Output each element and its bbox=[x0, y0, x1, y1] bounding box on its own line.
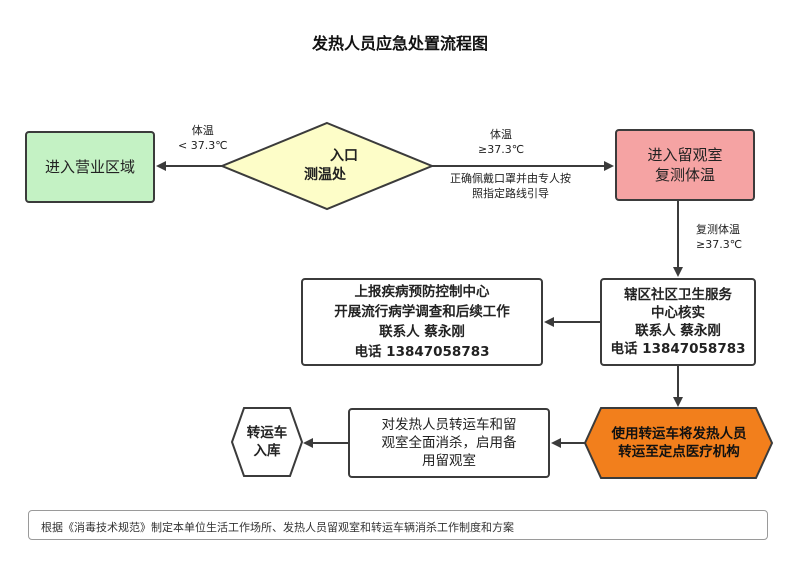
cdc-box: 上报疾病预防控制中心 开展流行病学调查和后续工作 联系人 蔡永刚 电话 1384… bbox=[301, 278, 543, 366]
label-right-temp-line2: ≥37.3℃ bbox=[478, 142, 525, 156]
disinfect-line1: 对发热人员转运车和留 bbox=[381, 416, 517, 433]
vehicle-line2: 入库 bbox=[253, 443, 281, 459]
label-left-temp-line2: < 37.3℃ bbox=[178, 138, 228, 152]
observation-line2: 复测体温 bbox=[654, 166, 715, 184]
community-line4: 电话 13847058783 bbox=[610, 341, 746, 358]
vehicle-hexagon bbox=[230, 407, 304, 477]
observation-box: 进入留观室 复测体温 bbox=[615, 129, 755, 201]
entrance-line1: 入口 bbox=[330, 148, 358, 165]
label-right-temp: 体温 ≥37.3℃ bbox=[478, 128, 524, 158]
community-line2: 中心核实 bbox=[651, 304, 705, 321]
transfer-text: 使用转运车将发热人员 转运至定点医疗机构 bbox=[588, 410, 770, 476]
enter-business-label: 进入营业区域 bbox=[44, 157, 135, 176]
label-right-note-line1: 正确佩戴口罩并由专人按 bbox=[450, 172, 571, 185]
label-recheck-line2: ≥37.3℃ bbox=[696, 237, 743, 251]
transfer-line2: 转运至定点医疗机构 bbox=[618, 444, 740, 460]
vehicle-line1: 转运车 bbox=[246, 424, 288, 441]
transfer-line1: 使用转运车将发热人员 bbox=[611, 425, 747, 442]
community-box: 辖区社区卫生服务 中心核实 联系人 蔡永刚 电话 13847058783 bbox=[600, 278, 756, 366]
observation-line1: 进入留观室 bbox=[647, 145, 723, 164]
label-left-temp: 体温 < 37.3℃ bbox=[178, 124, 228, 154]
entrance-diamond bbox=[219, 121, 435, 211]
disinfect-line3: 用留观室 bbox=[422, 453, 476, 470]
cdc-line4: 电话 13847058783 bbox=[354, 344, 490, 361]
entrance-text: 入口 测温处 bbox=[282, 136, 402, 196]
label-right-temp-line1: 体温 bbox=[490, 128, 513, 141]
cdc-line3: 联系人 蔡永刚 bbox=[379, 324, 465, 340]
label-left-temp-line1: 体温 bbox=[191, 124, 214, 137]
community-line3: 联系人 蔡永刚 bbox=[635, 323, 721, 339]
entrance-line2: 测温处 bbox=[304, 167, 346, 183]
cdc-line1: 上报疾病预防控制中心 bbox=[354, 283, 490, 300]
cdc-line2: 开展流行病学调查和后续工作 bbox=[334, 303, 510, 320]
footnote-box: 根据《消毒技术规范》制定本单位生活工作场所、发热人员留观室和转运车辆消杀工作制度… bbox=[28, 510, 768, 540]
label-right-note-line2: 照指定路线引导 bbox=[472, 186, 549, 200]
label-recheck: 复测体温 ≥37.3℃ bbox=[696, 223, 742, 253]
label-right-note: 正确佩戴口罩并由专人按 照指定路线引导 bbox=[450, 172, 571, 202]
community-line1: 辖区社区卫生服务 bbox=[624, 286, 732, 303]
disinfect-line2: 观室全面消杀，启用备 bbox=[381, 434, 517, 451]
label-recheck-line1: 复测体温 bbox=[696, 223, 740, 236]
disinfect-box: 对发热人员转运车和留 观室全面消杀，启用备 用留观室 bbox=[348, 408, 550, 478]
footnote-text: 根据《消毒技术规范》制定本单位生活工作场所、发热人员留观室和转运车辆消杀工作制度… bbox=[41, 521, 514, 534]
vehicle-text: 转运车 入库 bbox=[234, 410, 300, 474]
enter-business-box: 进入营业区域 bbox=[25, 131, 155, 203]
diagram-title: 发热人员应急处置流程图 bbox=[311, 34, 488, 53]
